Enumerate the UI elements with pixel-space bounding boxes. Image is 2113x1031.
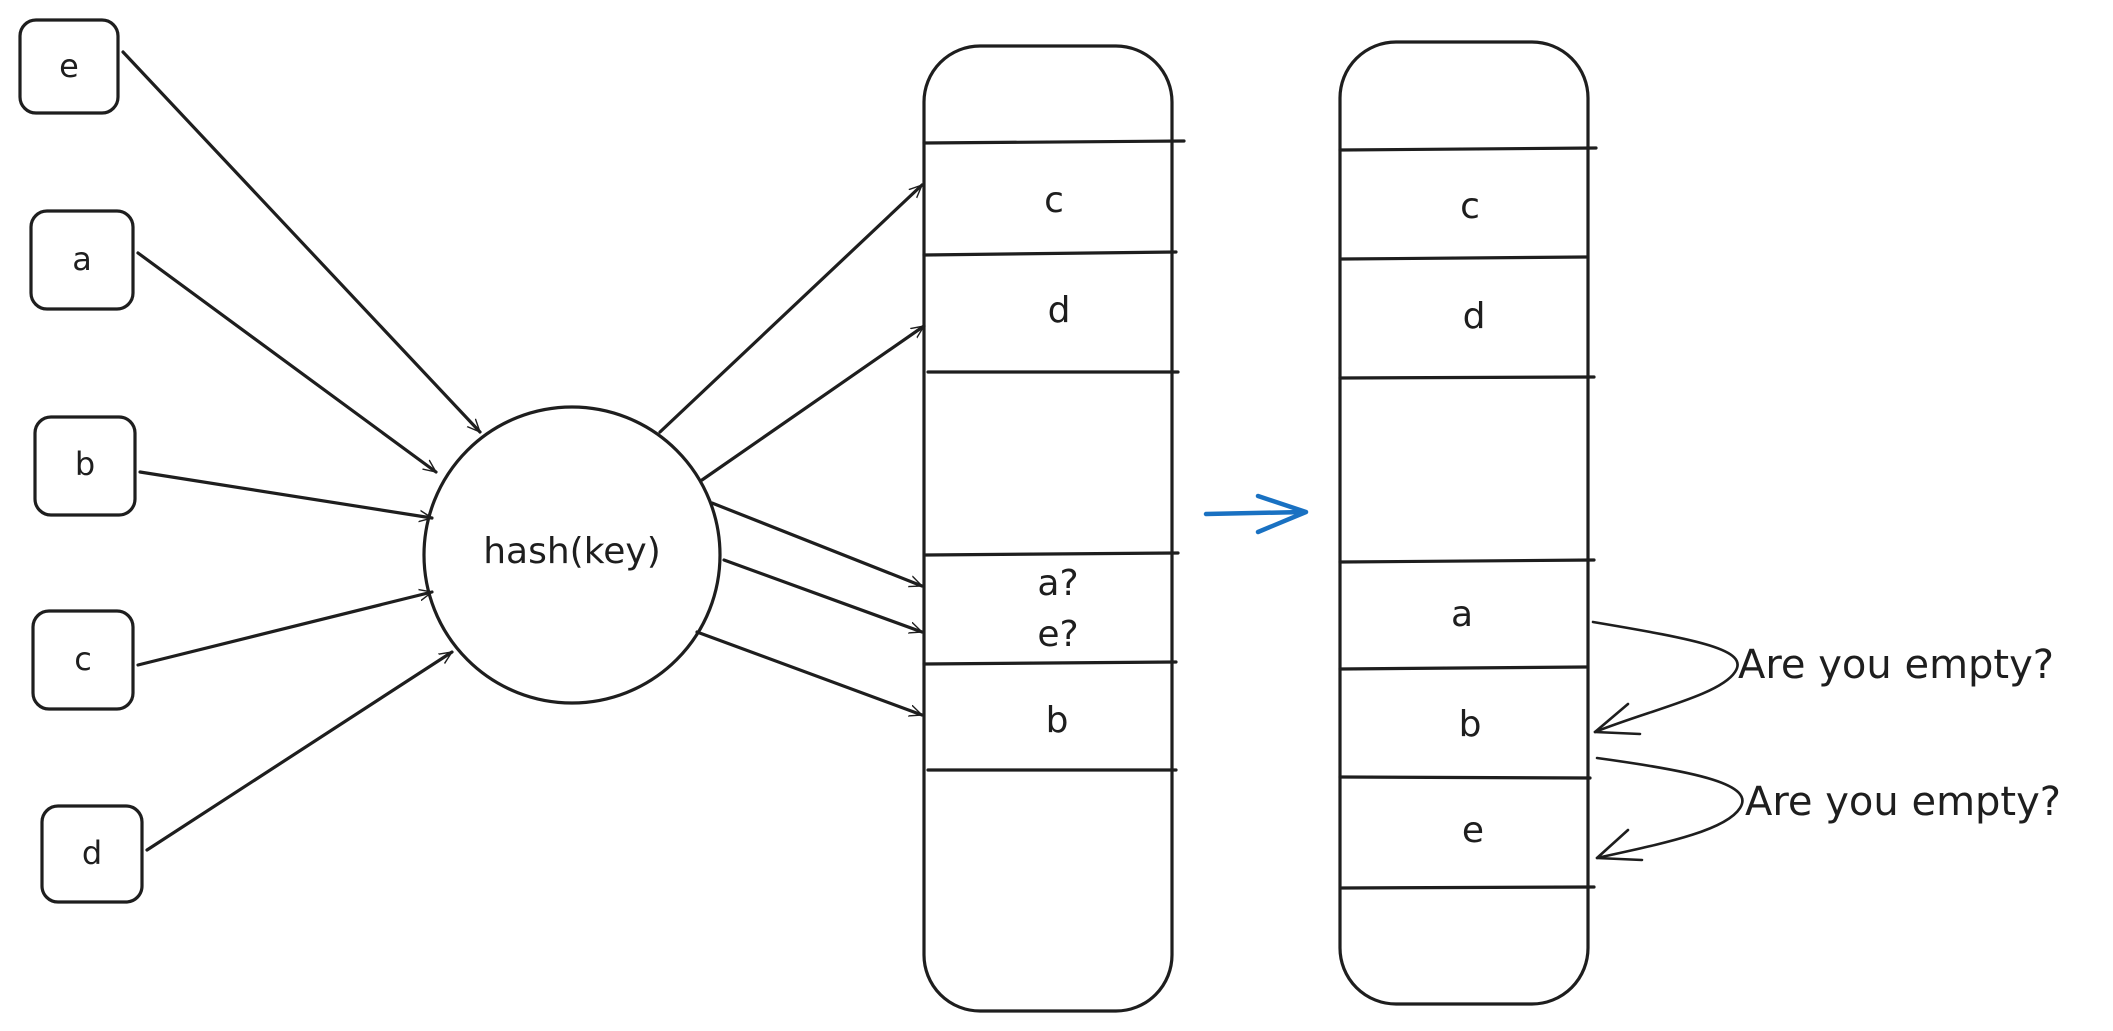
arrow-hash-to-slot-e [722,558,922,632]
slot-divider [1338,375,1596,380]
before-slot-4-label-a: a? [1037,563,1078,604]
slot-divider [922,250,1178,257]
key-box-d: d [40,804,144,904]
arrow-hash-to-slot-b [695,630,922,717]
arrow-key-e-to-hash [121,50,482,434]
slot-divider [1338,558,1596,564]
arrow-hash-to-slot-c [658,183,924,434]
after-slot-4-label: a [1451,594,1473,635]
key-box-e: e [18,18,120,115]
before-slot-5-label: b [1046,700,1069,741]
arrow-key-c-to-hash [136,592,432,667]
probe-annotation-2: Are you empty? [1745,779,2061,825]
slot-divider [922,660,1178,666]
arrow-key-d-to-hash [145,650,454,852]
key-box-c: c [31,609,135,711]
probe-annotation-1: Are you empty? [1738,642,2054,688]
key-label-e: e [59,47,79,85]
key-box-b: b [33,415,137,517]
hash-function-node: hash(key) [422,405,722,705]
arrow-key-b-to-hash [138,470,432,518]
after-slot-2-label: d [1463,296,1486,337]
key-label-c: c [74,640,92,678]
key-label-b: b [75,445,95,483]
probe-arrowhead-1 [1593,702,1642,736]
arrow-hash-to-slot-d [700,324,926,482]
slot-divider [922,139,1186,145]
hash-table-before: c d a? e? b [922,44,1186,1013]
after-slot-1-label: c [1460,186,1480,227]
after-slot-5-label: b [1459,704,1482,745]
before-slot-1-label: c [1044,180,1064,221]
hash-function-label: hash(key) [483,531,661,572]
slot-divider [1340,885,1596,890]
arrow-key-a-to-hash [136,251,438,474]
before-slot-4-label-e: e? [1037,614,1078,655]
slot-divider [1338,665,1588,671]
slot-divider [1338,146,1598,152]
transition-arrow [1203,493,1309,535]
key-label-a: a [72,240,92,278]
probe-arrow-2 [1595,756,1744,860]
slot-divider [924,551,1180,557]
slot-divider [1338,775,1592,780]
key-box-a: a [29,209,135,311]
key-label-d: d [82,834,102,872]
probe-arrow-1 [1591,620,1739,734]
after-slot-6-label: e [1462,810,1484,851]
probe-arrowhead-2 [1595,828,1644,862]
hash-table-after: c d a b e [1338,40,1598,1006]
arrow-hash-to-slot-a [710,501,922,588]
slot-divider [1340,255,1588,261]
before-slot-2-label: d [1048,290,1071,331]
